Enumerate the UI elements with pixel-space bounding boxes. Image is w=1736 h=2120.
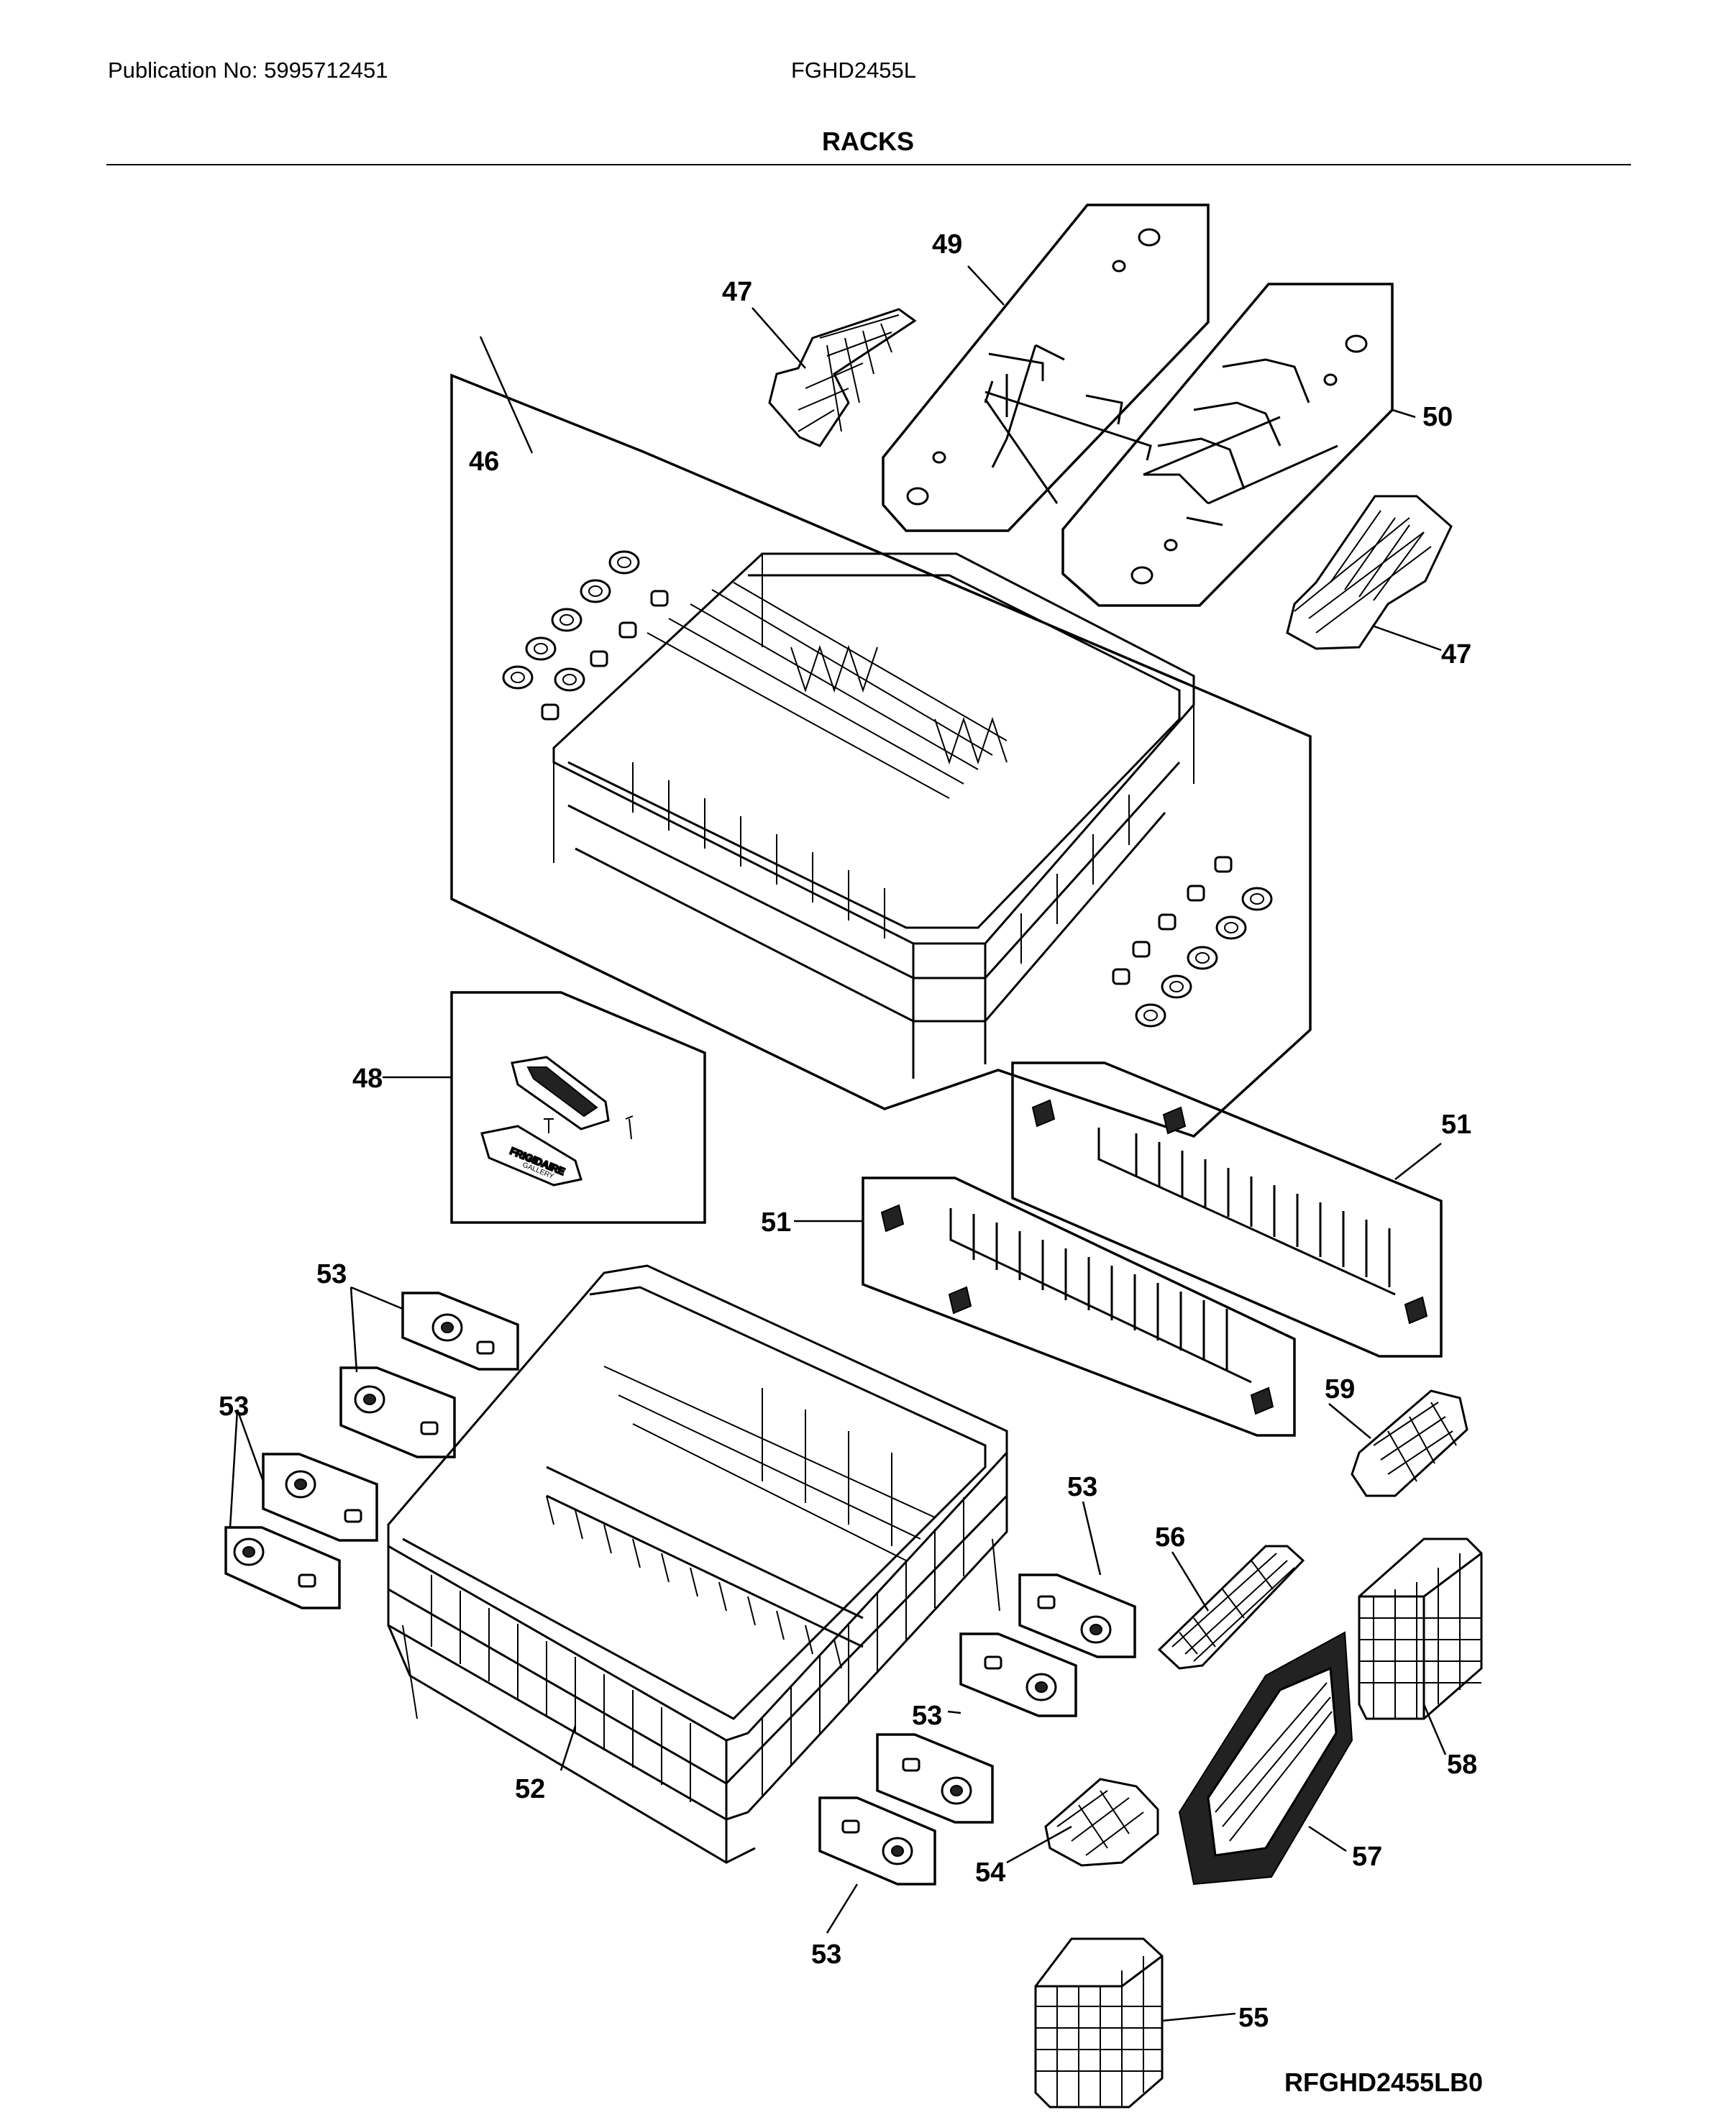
wheel-kit-5	[1018, 1573, 1136, 1658]
callout-52: 52	[515, 1774, 545, 1804]
wheel-kit-3	[262, 1453, 378, 1542]
leader-lines	[229, 265, 1447, 2022]
cup-shelf-left-frame	[882, 204, 1210, 532]
callout-47-top: 47	[722, 277, 752, 307]
tine-row-upper	[1011, 1061, 1443, 1358]
publication-number: Publication No: 5995712451	[108, 58, 388, 83]
header-rule	[106, 164, 1631, 165]
basket-lid-59	[1351, 1389, 1468, 1497]
callout-57: 57	[1352, 1842, 1382, 1872]
wheel-kit-8	[818, 1796, 936, 1886]
upper-rack-wheels-left	[502, 550, 669, 721]
wheel-kit-2	[339, 1366, 456, 1458]
silverware-basket-58	[1358, 1538, 1483, 1720]
lower-rack-basket	[387, 1264, 1008, 1864]
callout-53-e: 53	[811, 1939, 841, 1970]
model-number: FGHD2455L	[791, 58, 917, 83]
cup-shelf-left	[882, 204, 1210, 532]
callout-48: 48	[352, 1064, 383, 1094]
callout-53-d: 53	[912, 1701, 942, 1731]
rack-handle-kit: FRIGIDAIRE GALLERY	[450, 991, 706, 1224]
callout-58: 58	[1447, 1750, 1477, 1780]
rack-handle-frame	[450, 991, 706, 1224]
tine-row-upper-frame	[1011, 1061, 1443, 1358]
callout-51-upper: 51	[1441, 1110, 1471, 1140]
wheel-kit-6	[959, 1632, 1077, 1717]
callout-53-a: 53	[316, 1259, 347, 1289]
drawing-code: RFGHD2455LB0	[1284, 2068, 1483, 2097]
rack-clip-upper-left	[768, 308, 917, 447]
callout-51-lower: 51	[761, 1207, 791, 1238]
callout-56: 56	[1155, 1522, 1185, 1553]
upper-rack-assembly	[450, 373, 1312, 1138]
callout-59: 59	[1325, 1374, 1355, 1404]
upper-rack-wheels-right	[1112, 856, 1273, 1028]
cup-shelf-right	[1061, 283, 1394, 607]
screw-icon	[544, 1118, 554, 1133]
wheel-kits-left	[224, 1292, 519, 1609]
basket-lid-56	[1157, 1545, 1305, 1670]
callout-53-b: 53	[219, 1392, 249, 1422]
callout-55: 55	[1238, 2003, 1269, 2033]
callout-50: 50	[1422, 402, 1453, 432]
silverware-basket-55	[1034, 1937, 1164, 2108]
upper-rack-frame	[450, 373, 1312, 1138]
cup-shelf-right-frame	[1061, 283, 1394, 607]
wheel-kit-1	[401, 1292, 519, 1371]
rack-clip-upper-right	[1286, 495, 1453, 650]
wheel-kit-4	[224, 1526, 341, 1609]
tine-row-lower-frame	[862, 1176, 1296, 1437]
upper-rack-tines	[632, 582, 1130, 964]
silverware-basket-57	[1178, 1631, 1353, 1886]
callout-numbers: 46 47 47 48 49 50 51 51 52 53 53 53 53 5…	[219, 229, 1477, 2033]
upper-rack-basket	[552, 552, 1195, 1079]
callout-54: 54	[975, 1858, 1005, 1888]
wheel-kit-7	[876, 1733, 994, 1824]
callout-53-c: 53	[1067, 1472, 1097, 1502]
callout-47-right: 47	[1441, 639, 1471, 670]
wheel-kits-right	[818, 1573, 1136, 1886]
basket-lid-54	[1044, 1778, 1159, 1867]
callout-46: 46	[469, 447, 499, 477]
callout-49: 49	[932, 229, 962, 260]
tine-row-lower	[862, 1176, 1296, 1437]
section-title: RACKS	[821, 127, 914, 156]
screw-icon-2	[625, 1115, 634, 1140]
handle-cover	[480, 1125, 583, 1187]
